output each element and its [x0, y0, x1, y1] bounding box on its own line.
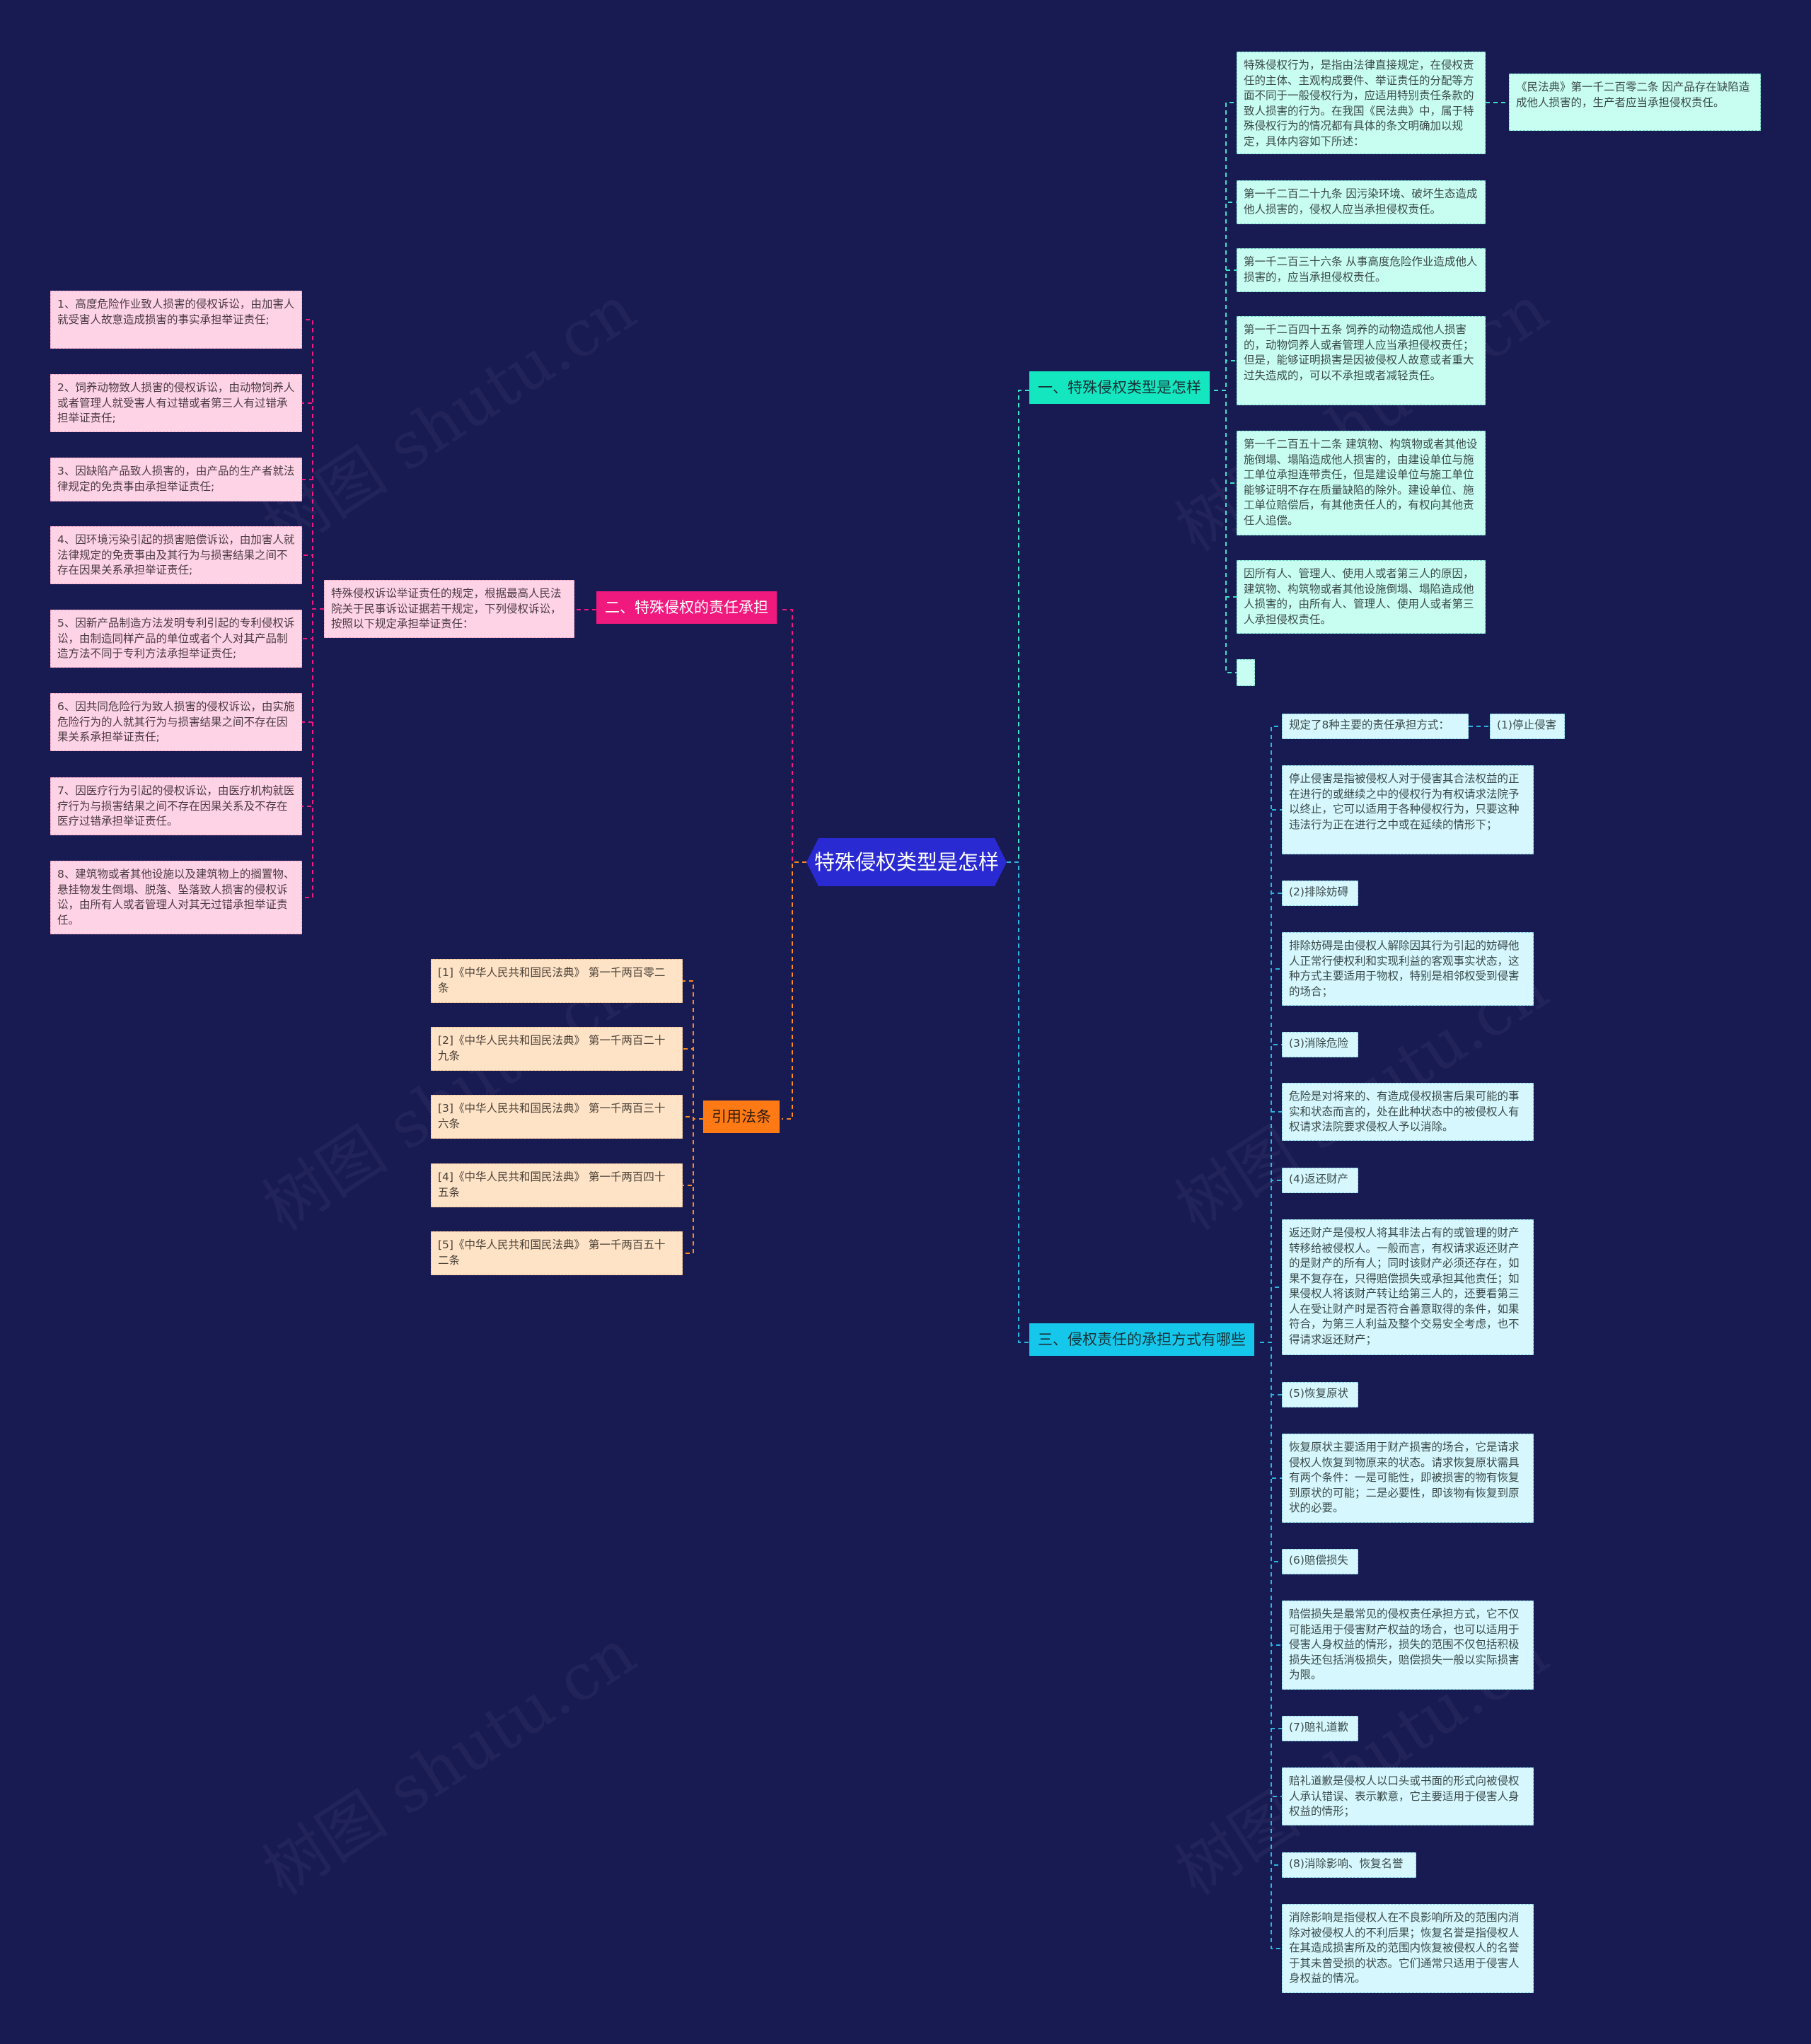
- connector-line: [302, 554, 324, 610]
- b1-empty-node: [1237, 659, 1255, 686]
- b2-item-5: 5、因新产品制造方法发明专利引起的专利侵权诉讼，由制造同样产品的单位或者个人对其…: [50, 610, 302, 668]
- b3-remove-obstruction-label: (2)排除妨碍: [1282, 881, 1358, 906]
- connector-line: [683, 1118, 703, 1254]
- connector-line: [1260, 1342, 1282, 1797]
- connector-line: [1260, 809, 1282, 1343]
- branch-liability-bearing[interactable]: 二、特殊侵权的责任承担: [596, 591, 777, 624]
- b4-citation-1: [1]《中华人民共和国民法典》 第一千两百零二条: [431, 959, 683, 1003]
- connector-line: [302, 608, 324, 898]
- b3-intro: 规定了8种主要的责任承担方式：: [1282, 714, 1469, 739]
- b2-item-8: 8、建筑物或者其他设施以及建筑物上的搁置物、悬挂物发生倒塌、脱落、坠落致人损害的…: [50, 861, 302, 934]
- branch-special-tort-types[interactable]: 一、特殊侵权类型是怎样: [1029, 371, 1210, 404]
- connector-line: [302, 608, 324, 723]
- b3-restore-original-desc: 恢复原状主要适用于财产损害的场合，它是请求侵权人恢复到物原来的状态。请求恢复原状…: [1282, 1434, 1534, 1523]
- b4-citation-5: [5]《中华人民共和国民法典》 第一千两百五十二条: [431, 1231, 683, 1275]
- b2-item-6: 6、因共同危险行为致人损害的侵权诉讼，由实施危险行为的人就其行为与损害结果之间不…: [50, 693, 302, 751]
- connector-line: [1260, 1044, 1282, 1343]
- b1-article-1245: 第一千二百四十五条 饲养的动物造成他人损害的，动物饲养人或者管理人应当承担侵权责…: [1237, 316, 1486, 405]
- connector-line: [683, 1116, 703, 1120]
- b3-apology-label: (7)赔礼道歉: [1282, 1716, 1358, 1741]
- connector-line: [1214, 390, 1237, 673]
- b2-item-2: 2、饲养动物致人损害的侵权诉讼，由动物饲养人或者管理人就受害人有过错或者第三人有…: [50, 374, 302, 432]
- b1-article-1229: 第一千二百二十九条 因污染环境、破坏生态造成他人损害的，侵权人应当承担侵权责任。: [1237, 180, 1486, 224]
- connector-line: [782, 609, 806, 863]
- b3-eliminate-danger-label: (3)消除危险: [1282, 1032, 1358, 1057]
- b3-compensate-loss-label: (6)赔偿损失: [1282, 1549, 1358, 1574]
- b4-citation-2: [2]《中华人民共和国民法典》 第一千两百二十九条: [431, 1027, 683, 1071]
- b3-return-property-desc: 返还财产是侵权人将其非法占有的或管理的财产转移给被侵权人。一般而言，有权请求返还…: [1282, 1219, 1534, 1355]
- connector-line: [1260, 1180, 1282, 1343]
- b3-eliminate-danger-desc: 危险是对将来的、有造成侵权损害后果可能的事实和状态而言的，处在此种状态中的被侵权…: [1282, 1083, 1534, 1141]
- b1-article-1252: 第一千二百五十二条 建筑物、构筑物或者其他设施倒塌、塌陷造成他人损害的，由建设单…: [1237, 431, 1486, 535]
- connector-line: [1007, 390, 1029, 863]
- b2-item-4: 4、因环境污染引起的损害赔偿诉讼，由加害人就法律规定的免责事由及其行为与损害结果…: [50, 526, 302, 584]
- b3-stop-infringement-label: (1)停止侵害: [1490, 714, 1565, 739]
- b3-compensate-loss-desc: 赔偿损失是最常见的侵权责任承担方式，它不仅可能适用于侵害财产权益的场合，也可以适…: [1282, 1601, 1534, 1690]
- root-topic[interactable]: 特殊侵权类型是怎样: [806, 838, 1007, 886]
- b2-burden-of-proof-intro: 特殊侵权诉讼举证责任的规定，根据最高人民法院关于民事诉讼证据若干规定，下列侵权诉…: [324, 580, 574, 638]
- b4-citation-4: [4]《中华人民共和国民法典》 第一千两百四十五条: [431, 1163, 683, 1207]
- connector-line: [1260, 1342, 1282, 1646]
- b1-article-1236: 第一千二百三十六条 从事高度危险作业造成他人损害的，应当承担侵权责任。: [1237, 248, 1486, 292]
- b1-owner-liability: 因所有人、管理人、使用人或者第三人的原因，建筑物、构筑物或者其他设施倒塌、塌陷造…: [1237, 560, 1486, 634]
- b1-intro-text: 特殊侵权行为，是指由法律直接规定，在侵权责任的主体、主观构成要件、举证责任的分配…: [1237, 52, 1486, 154]
- b3-eliminate-influence-desc: 消除影响是指侵权人在不良影响所及的范围内消除对被侵权人的不利后果；恢复名誉是指侵…: [1282, 1904, 1534, 1993]
- connector-line: [683, 1048, 703, 1120]
- branch-liability-forms[interactable]: 三、侵权责任的承担方式有哪些: [1029, 1323, 1254, 1356]
- b3-restore-original-label: (5)恢复原状: [1282, 1382, 1358, 1407]
- b1-sub-civil-code-1202: 《民法典》第一千二百零二条 因产品存在缺陷造成他人损害的，生产者应当承担侵权责任…: [1509, 74, 1761, 131]
- b2-item-7: 7、因医疗行为引起的侵权诉讼，由医疗机构就医疗行为与损害结果之间不存在因果关系及…: [50, 777, 302, 835]
- b4-citation-3: [3]《中华人民共和国民法典》 第一千两百三十六条: [431, 1095, 683, 1139]
- connector-line: [302, 479, 324, 610]
- branch-cited-articles[interactable]: 引用法条: [703, 1101, 780, 1133]
- b3-eliminate-influence-label: (8)消除影响、恢复名誉: [1282, 1852, 1416, 1878]
- connector-line: [1214, 103, 1227, 391]
- b3-remove-obstruction-desc: 排除妨碍是由侵权人解除因其行为引起的妨碍他人正常行使权利和实现利益的客观事实状态…: [1282, 932, 1534, 1006]
- connector-line: [1260, 1287, 1282, 1343]
- connector-line: [1214, 202, 1237, 391]
- connector-line: [782, 861, 806, 1120]
- b3-stop-infringement-desc: 停止侵害是指被侵权人对于侵害其合法权益的正在进行的或继续之中的侵权行为有权请求法…: [1282, 765, 1534, 854]
- b3-return-property-label: (4)返还财产: [1282, 1168, 1358, 1193]
- b2-item-3: 3、因缺陷产品致人损害的，由产品的生产者就法律规定的免责事由承担举证责任;: [50, 458, 302, 501]
- connector-line: [1260, 1342, 1282, 1949]
- connector-line: [1007, 861, 1029, 1343]
- b3-apology-desc: 赔礼道歉是侵权人以口头或书面的形式向被侵权人承认错误、表示歉意，它主要适用于侵害…: [1282, 1767, 1534, 1825]
- b2-item-1: 1、高度危险作业致人损害的侵权诉讼，由加害人就受害人故意造成损害的事实承担举证责…: [50, 291, 302, 349]
